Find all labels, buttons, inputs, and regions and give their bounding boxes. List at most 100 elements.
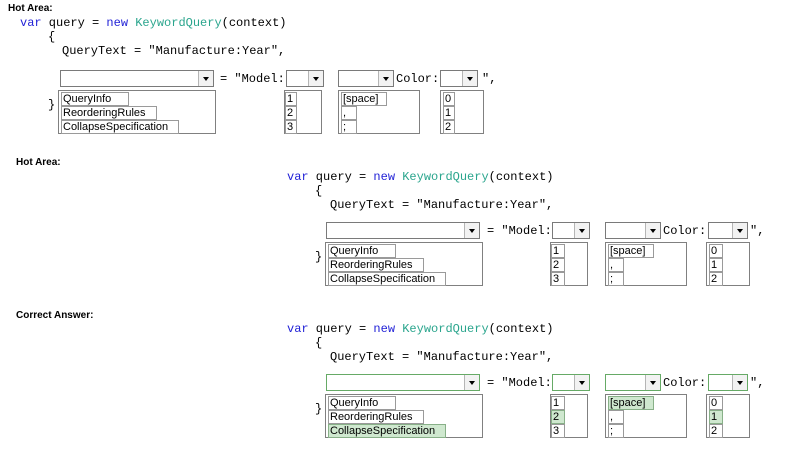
code-querytext-line: QueryText = "Manufacture:Year", bbox=[62, 44, 286, 58]
code-end-quote: ", bbox=[750, 224, 765, 238]
keyword-new: new bbox=[373, 322, 396, 336]
list-item[interactable]: QueryInfo bbox=[328, 244, 396, 258]
list-item[interactable]: ; bbox=[341, 120, 357, 134]
class-keywordquery: KeywordQuery bbox=[402, 170, 489, 184]
color-list-1: 0 1 2 bbox=[440, 90, 484, 134]
separator-list-2: [space] , ; bbox=[605, 242, 687, 286]
list-item[interactable]: 0 bbox=[443, 92, 455, 106]
chevron-down-icon bbox=[732, 223, 747, 238]
correct-answer-item[interactable]: 2 bbox=[551, 410, 565, 424]
separator-list-1: [space] , ; bbox=[338, 90, 420, 134]
list-item[interactable]: CollapseSpecification bbox=[61, 120, 179, 134]
color-list-2: 0 1 2 bbox=[706, 242, 750, 286]
chevron-down-icon bbox=[732, 375, 747, 390]
list-item[interactable]: 1 bbox=[551, 396, 565, 410]
chevron-down-icon bbox=[378, 71, 393, 86]
code-open-brace: { bbox=[315, 336, 323, 350]
separator-list-3: [space] , ; bbox=[605, 394, 687, 438]
section-title-1: Hot Area: bbox=[8, 3, 53, 14]
section-title-correct-answer: Correct Answer: bbox=[16, 310, 94, 321]
separator-dropdown-2[interactable] bbox=[605, 222, 661, 239]
list-item[interactable]: ReorderingRules bbox=[328, 258, 424, 272]
model-dropdown-2[interactable] bbox=[552, 222, 590, 239]
list-item[interactable]: 3 bbox=[551, 272, 565, 286]
correct-answer-item[interactable]: 1 bbox=[709, 410, 723, 424]
list-item[interactable]: 0 bbox=[709, 244, 723, 258]
keyword-var: var bbox=[20, 16, 42, 30]
list-item[interactable]: ; bbox=[608, 272, 624, 286]
property-list-1: QueryInfo ReorderingRules CollapseSpecif… bbox=[58, 90, 216, 134]
code-query: query = bbox=[308, 170, 374, 184]
code-close-brace: } bbox=[48, 98, 56, 112]
list-item[interactable]: [space] bbox=[341, 92, 387, 106]
code-line-declaration: var query = new KeywordQuery(context) bbox=[287, 322, 553, 336]
class-keywordquery: KeywordQuery bbox=[402, 322, 489, 336]
code-close-brace: } bbox=[315, 402, 323, 416]
list-item[interactable]: QueryInfo bbox=[61, 92, 129, 106]
chevron-down-icon bbox=[574, 223, 589, 238]
list-item[interactable]: 0 bbox=[709, 396, 723, 410]
list-item[interactable]: , bbox=[608, 258, 624, 272]
chevron-down-icon bbox=[645, 375, 660, 390]
keyword-var: var bbox=[287, 322, 309, 336]
chevron-down-icon bbox=[464, 375, 479, 390]
property-list-3: QueryInfo ReorderingRules CollapseSpecif… bbox=[325, 394, 483, 438]
model-list-1: 1 2 3 bbox=[284, 90, 322, 134]
separator-dropdown-3[interactable] bbox=[605, 374, 661, 391]
list-item[interactable]: 2 bbox=[709, 272, 723, 286]
code-context: (context) bbox=[488, 322, 554, 336]
property-dropdown-3[interactable] bbox=[326, 374, 480, 391]
list-item[interactable]: ; bbox=[608, 424, 624, 438]
chevron-down-icon bbox=[464, 223, 479, 238]
separator-dropdown-1[interactable] bbox=[338, 70, 394, 87]
color-dropdown-2[interactable] bbox=[708, 222, 748, 239]
list-item[interactable]: CollapseSpecification bbox=[328, 272, 446, 286]
list-item[interactable]: 3 bbox=[551, 424, 565, 438]
class-keywordquery: KeywordQuery bbox=[135, 16, 222, 30]
list-item[interactable]: QueryInfo bbox=[328, 396, 396, 410]
code-querytext-line: QueryText = "Manufacture:Year", bbox=[330, 198, 554, 212]
list-item[interactable]: 1 bbox=[709, 258, 723, 272]
list-item[interactable]: ReorderingRules bbox=[61, 106, 157, 120]
keyword-new: new bbox=[106, 16, 129, 30]
list-item[interactable]: ReorderingRules bbox=[328, 410, 424, 424]
code-color-text: Color: bbox=[663, 376, 707, 390]
chevron-down-icon bbox=[462, 71, 477, 86]
list-item[interactable]: 1 bbox=[285, 92, 297, 106]
keyword-var: var bbox=[287, 170, 309, 184]
property-dropdown-1[interactable] bbox=[60, 70, 214, 87]
list-item[interactable]: , bbox=[608, 410, 624, 424]
correct-answer-item[interactable]: CollapseSpecification bbox=[328, 424, 446, 438]
model-dropdown-3[interactable] bbox=[552, 374, 590, 391]
code-close-brace: } bbox=[315, 250, 323, 264]
keyword-new: new bbox=[373, 170, 396, 184]
chevron-down-icon bbox=[308, 71, 323, 86]
list-item[interactable]: 2 bbox=[551, 258, 565, 272]
chevron-down-icon bbox=[645, 223, 660, 238]
correct-answer-item[interactable]: [space] bbox=[608, 396, 654, 410]
code-open-brace: { bbox=[48, 30, 56, 44]
property-dropdown-2[interactable] bbox=[326, 222, 480, 239]
list-item[interactable]: , bbox=[341, 106, 357, 120]
list-item[interactable]: 1 bbox=[443, 106, 455, 120]
code-open-brace: { bbox=[315, 184, 323, 198]
chevron-down-icon bbox=[198, 71, 213, 86]
code-end-quote: ", bbox=[482, 72, 497, 86]
code-model-text: = "Model: bbox=[487, 376, 552, 390]
list-item[interactable]: 2 bbox=[443, 120, 455, 134]
list-item[interactable]: 2 bbox=[285, 106, 297, 120]
color-list-3: 0 1 2 bbox=[706, 394, 750, 438]
code-end-quote: ", bbox=[750, 376, 765, 390]
code-context: (context) bbox=[488, 170, 554, 184]
list-item[interactable]: 2 bbox=[709, 424, 723, 438]
code-model-text: = "Model: bbox=[487, 224, 552, 238]
color-dropdown-3[interactable] bbox=[708, 374, 748, 391]
list-item[interactable]: [space] bbox=[608, 244, 654, 258]
code-model-text: = "Model: bbox=[220, 72, 285, 86]
list-item[interactable]: 1 bbox=[551, 244, 565, 258]
color-dropdown-1[interactable] bbox=[440, 70, 478, 87]
model-list-3: 1 2 3 bbox=[550, 394, 588, 438]
list-item[interactable]: 3 bbox=[285, 120, 297, 134]
model-dropdown-1[interactable] bbox=[286, 70, 324, 87]
section-title-2: Hot Area: bbox=[16, 157, 61, 168]
